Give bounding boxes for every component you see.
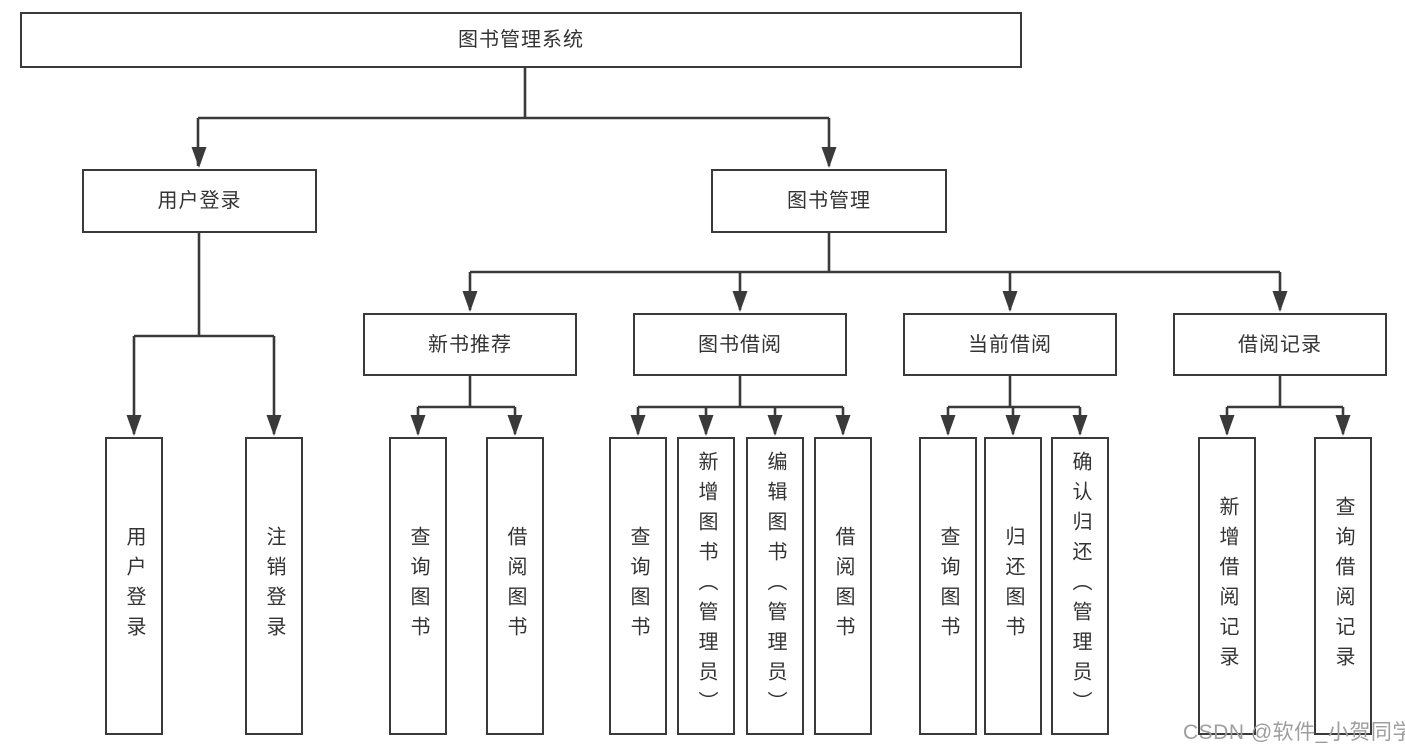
node-book-borrow: 图书借阅 [633, 313, 847, 376]
node-current-borrow: 当前借阅 [903, 313, 1117, 376]
node-borrow-records: 借阅记录 [1173, 313, 1387, 376]
node-book-management: 图书管理 [711, 169, 947, 233]
node-library-system-root: 图书管理系统 [20, 12, 1022, 68]
leaf-cb-confirm-return-admin: 确认归还（管理员） [1051, 437, 1109, 735]
leaf-user-login: 用户登录 [105, 437, 163, 735]
leaf-logout: 注销登录 [245, 437, 303, 735]
leaf-nb-borrow-books: 借阅图书 [486, 437, 544, 735]
leaf-bb-query-books: 查询图书 [609, 437, 667, 735]
node-new-book-recommend: 新书推荐 [363, 313, 577, 376]
leaf-br-add-record: 新增借阅记录 [1198, 437, 1256, 735]
tree-edges [132, 68, 1345, 434]
leaf-cb-query-books: 查询图书 [919, 437, 977, 735]
arrowheads [126, 147, 1351, 436]
leaf-bb-edit-books-admin: 编辑图书（管理员） [746, 437, 804, 735]
leaf-bb-borrow-books: 借阅图书 [814, 437, 872, 735]
csdn-watermark: CSDN @软件_小贺同学 [1183, 721, 1405, 744]
leaf-bb-add-books-admin: 新增图书（管理员） [677, 437, 735, 735]
node-user-login: 用户登录 [82, 169, 317, 233]
leaf-br-query-record: 查询借阅记录 [1314, 437, 1372, 735]
leaf-nb-query-books: 查询图书 [389, 437, 447, 735]
leaf-cb-return-books: 归还图书 [984, 437, 1042, 735]
